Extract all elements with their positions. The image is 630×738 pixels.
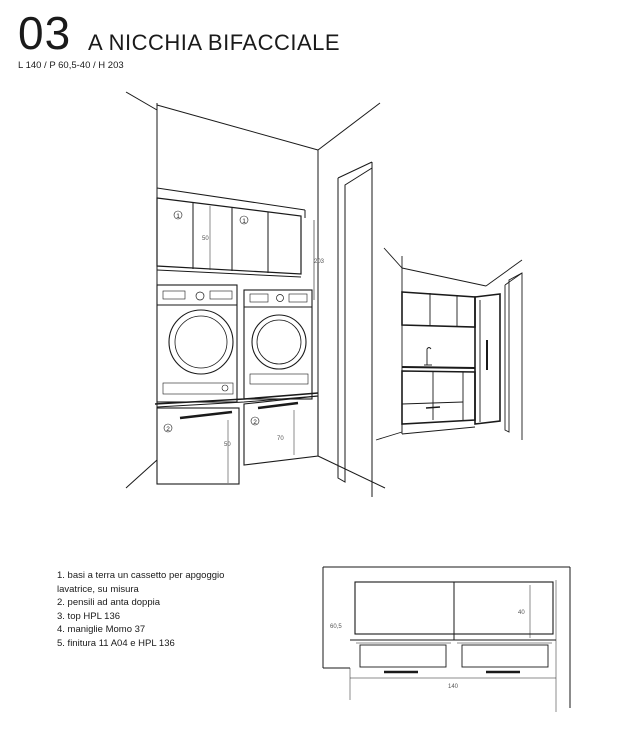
overall-dimensions: L 140 / P 60,5-40 / H 203 (18, 60, 124, 71)
wall-height-label: 203 (314, 259, 325, 265)
reverse-side-perspective-view (375, 247, 523, 441)
main-perspective-view: 1 1 2 2 50 203 50 70 (125, 91, 386, 497)
project-number: 03 (18, 7, 72, 59)
callout-1-left: 1 (176, 213, 180, 220)
legend-item: 2. pensili ad anta doppia (57, 597, 160, 609)
cabinet-height-label: 50 (202, 236, 209, 242)
page-title: A NICCHIA BIFACCIALE (88, 30, 341, 55)
callout-2-left: 2 (166, 426, 170, 433)
plan-depth-upper-label: 40 (518, 610, 525, 616)
legend-item: 3. top HPL 136 (57, 610, 121, 622)
plan-depth-total-label: 60,5 (330, 624, 342, 630)
callout-1-right: 1 (242, 218, 246, 225)
legend-item: lavatrice, su misura (57, 583, 139, 595)
base-height-label: 50 (224, 442, 231, 448)
legend-item: 5. finitura 11 A04 e HPL 136 (57, 637, 175, 649)
legend-item: 4. maniglie Momo 37 (57, 624, 146, 636)
callout-2-right: 2 (253, 419, 257, 426)
plan-view: 60,5 40 140 (322, 566, 571, 712)
plan-width-label: 140 (448, 684, 459, 690)
top-width-label: 70 (277, 436, 284, 442)
legend: 1. basi a terra un cassetto per apgoggio… (57, 569, 224, 651)
legend-item: 1. basi a terra un cassetto per apgoggio (57, 570, 225, 581)
